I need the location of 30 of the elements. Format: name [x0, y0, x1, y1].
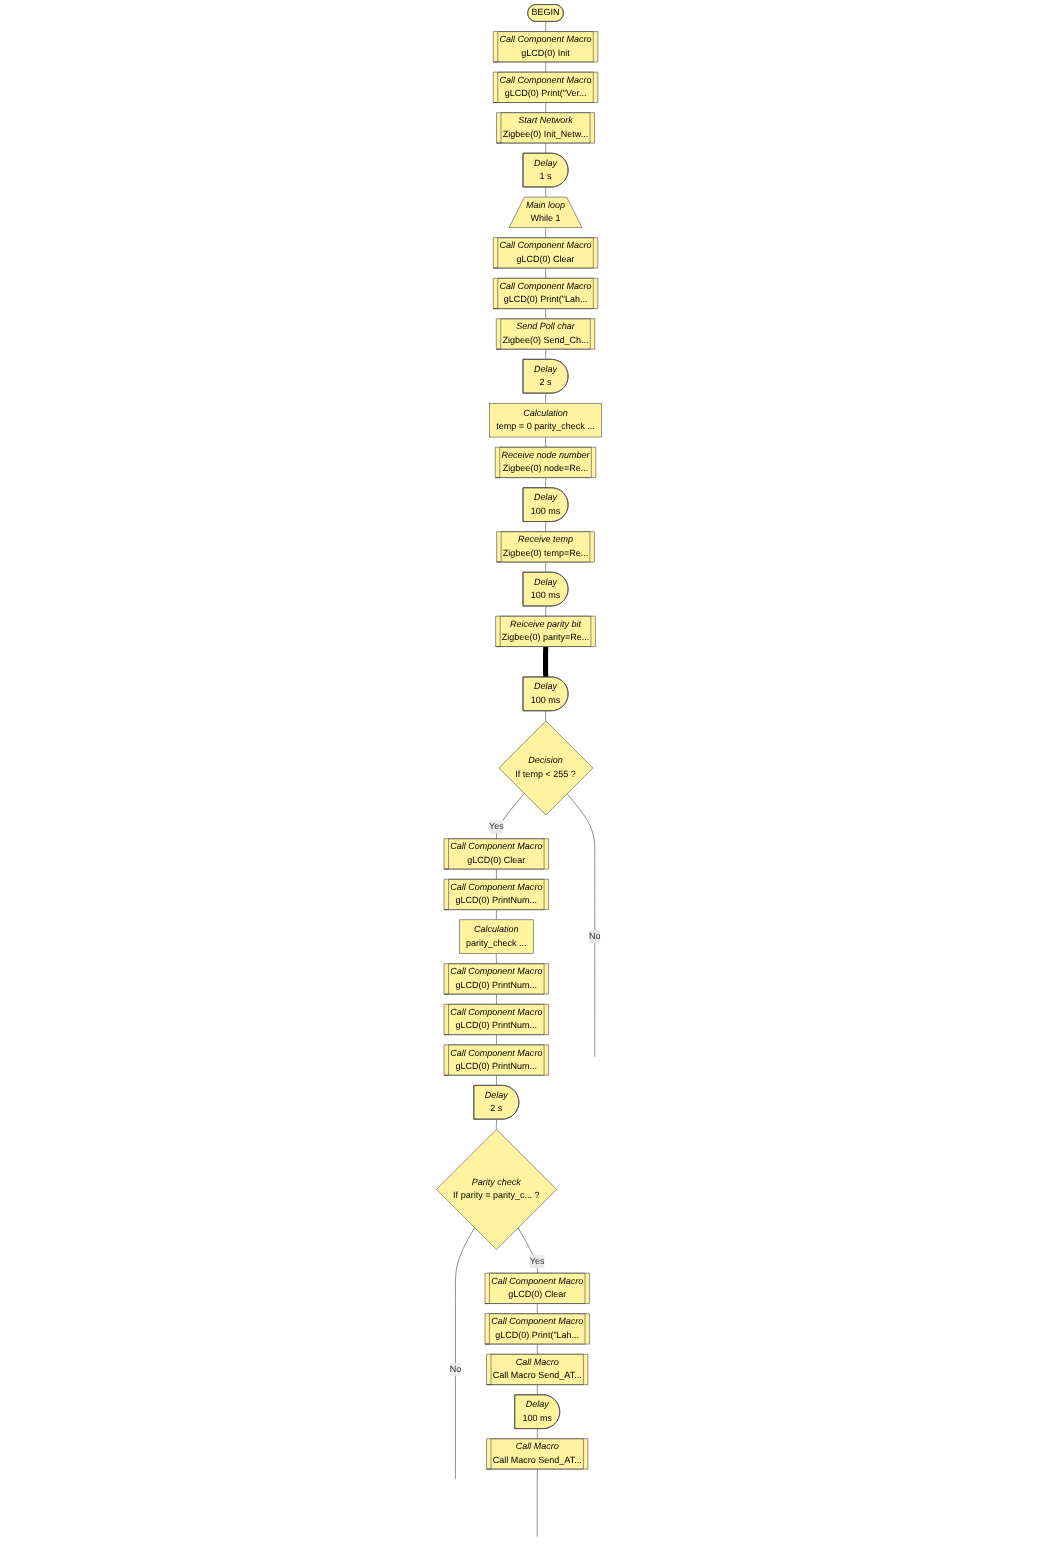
- connector: [497, 953, 498, 965]
- connector: [538, 1344, 539, 1355]
- connector: [546, 349, 548, 360]
- connector: [538, 1303, 539, 1315]
- connector: [546, 606, 548, 617]
- connector: [546, 227, 548, 239]
- connector: [537, 1469, 539, 1537]
- connector: [497, 793, 526, 840]
- connector: [546, 710, 548, 722]
- connector: [546, 308, 548, 320]
- connector: [546, 436, 548, 448]
- connector: [538, 1384, 539, 1396]
- connector: [546, 562, 548, 573]
- connector: [538, 1428, 539, 1440]
- connector: [546, 143, 548, 154]
- connector: [497, 994, 498, 1005]
- connector: [546, 521, 548, 533]
- connector: [497, 909, 498, 921]
- connector: [546, 268, 548, 279]
- connector: [543, 645, 550, 679]
- connector: [546, 393, 548, 404]
- connector: [546, 187, 548, 198]
- connector: [497, 1119, 498, 1130]
- connector: [546, 21, 548, 33]
- connector: [546, 477, 548, 489]
- connector: [546, 62, 548, 73]
- connector: [546, 102, 548, 114]
- connector: [497, 1034, 498, 1046]
- connector: [497, 869, 498, 880]
- connector: [497, 1075, 498, 1086]
